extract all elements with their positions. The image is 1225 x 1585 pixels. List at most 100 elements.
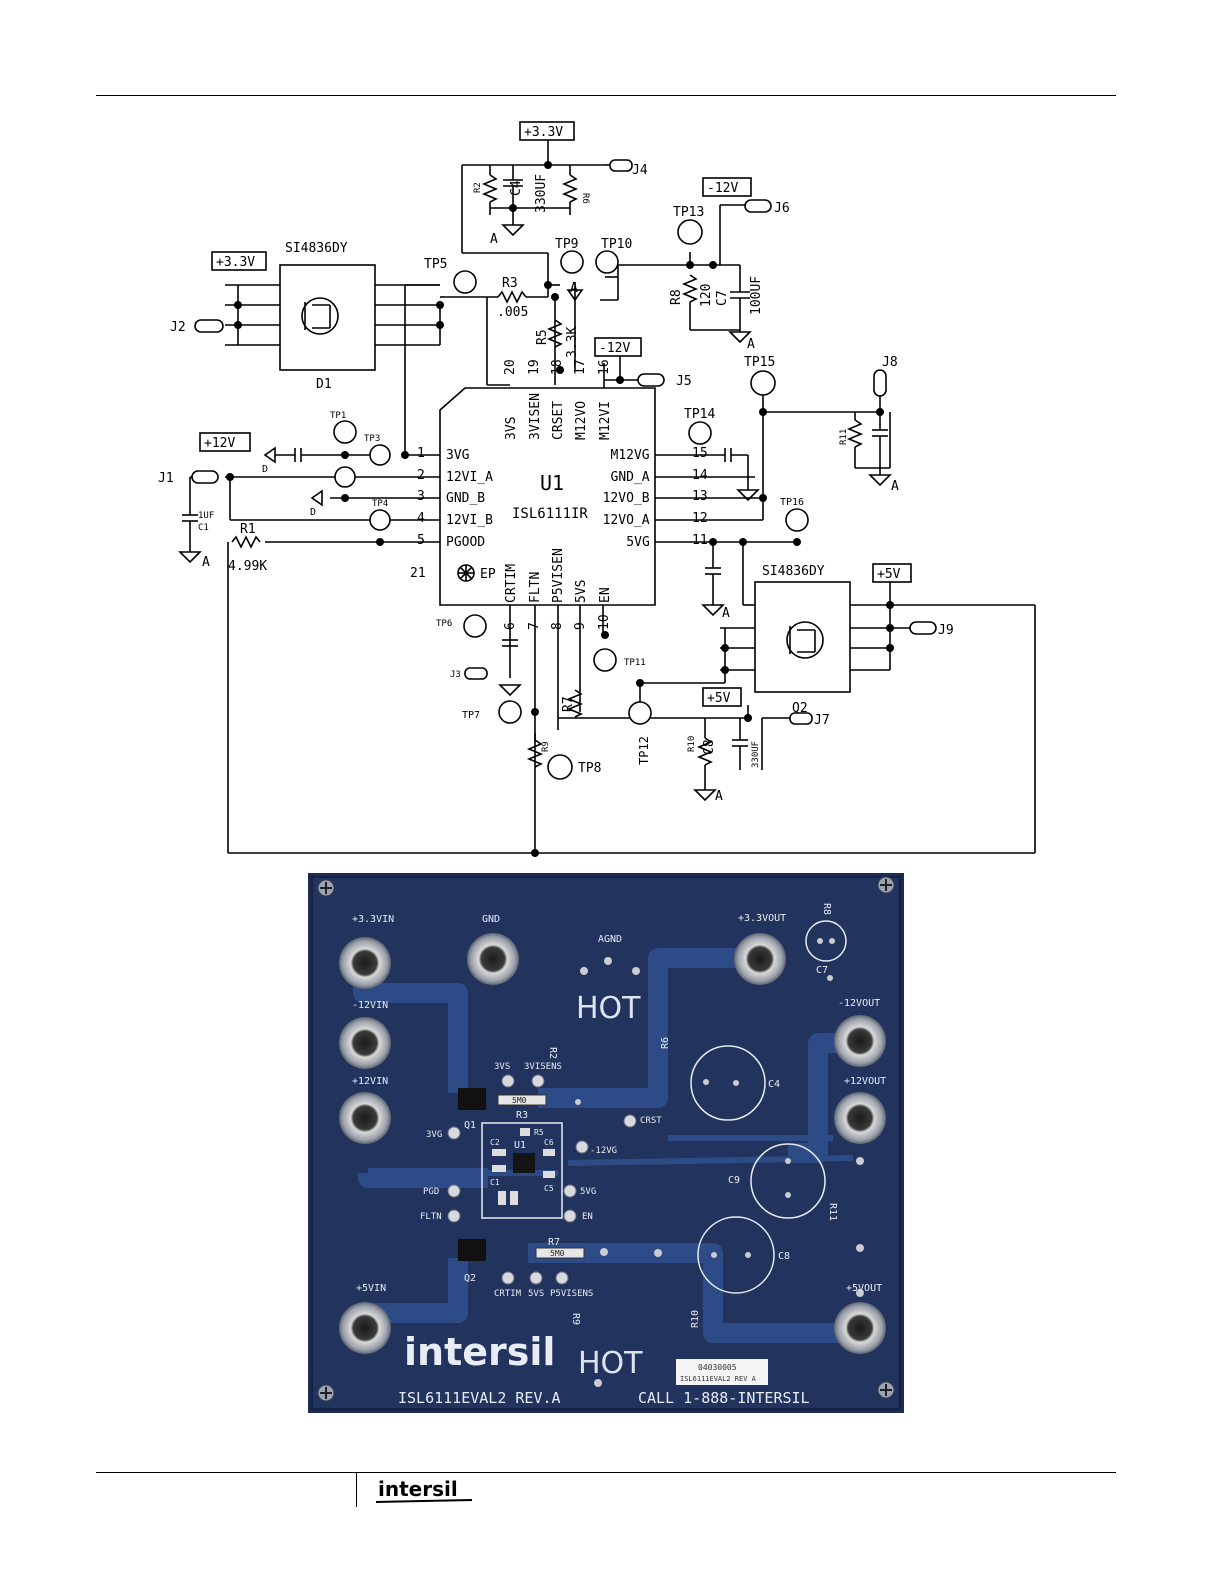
tp16-circle <box>785 508 809 532</box>
c8-label: C8 <box>702 739 717 755</box>
ic-pin-name-8: P5VISEN <box>551 548 566 603</box>
silk-r10: R10 <box>690 1310 701 1328</box>
ic-pin-name-10: EN <box>598 587 613 603</box>
j9-label: J9 <box>938 623 954 638</box>
r7-package <box>535 1247 585 1259</box>
j8-jack <box>873 369 887 397</box>
rail-m12-mid: -12V <box>599 341 630 356</box>
silk-call: CALL 1-888-INTERSIL <box>638 1389 810 1407</box>
silk-p12vin: +12VIN <box>352 1076 388 1087</box>
ic-pin-num-12: 12 <box>692 511 708 526</box>
silk-r9: R9 <box>570 1313 581 1325</box>
silk-c1: C1 <box>490 1178 500 1187</box>
gnd-a-6: A <box>715 789 723 804</box>
ic-name: U1 <box>540 471 564 495</box>
silk-hot-2: HOT <box>578 1346 643 1381</box>
j3-jack <box>464 667 488 680</box>
tp9-circle <box>560 250 584 274</box>
tp6-circle <box>463 614 487 638</box>
silk-title: ISL6111EVAL2 REV.A <box>398 1389 561 1407</box>
terminal-p12vin <box>339 1092 391 1144</box>
r3-package <box>497 1094 547 1106</box>
gnd-a-3: A <box>891 479 899 494</box>
silk-c6: C6 <box>544 1138 554 1147</box>
terminal-p33vout <box>734 933 786 985</box>
silk-c9: C9 <box>728 1175 740 1186</box>
pcb-board-photo: +3.3VIN GND AGND +3.3VOUT -12VIN +12VIN … <box>308 873 904 1413</box>
silk-p5vin: +5VIN <box>356 1283 386 1294</box>
silk-r7: R7 <box>548 1237 560 1248</box>
silk-tp-pgd: PGD <box>423 1187 439 1197</box>
r3-value: .005 <box>497 305 528 320</box>
u1-package <box>513 1153 535 1173</box>
ic-pin-num-9: 9 <box>573 622 588 630</box>
q2-package <box>458 1239 486 1261</box>
silk-tp-5vg: 5VG <box>580 1187 596 1197</box>
tp8-circle <box>547 754 573 780</box>
tp13-circle <box>677 219 703 245</box>
ic-pin-name-16: M12VI <box>598 401 613 440</box>
tp5-label: TP5 <box>424 257 447 272</box>
j8-label: J8 <box>882 355 898 370</box>
ic-pin-name-18: CRSET <box>551 401 566 440</box>
silk-tp-en: EN <box>582 1212 593 1222</box>
terminal-m12vout <box>834 1015 886 1067</box>
silk-m12vin: -12VIN <box>352 1000 388 1011</box>
c9-outline <box>750 1143 826 1219</box>
silk-c8: C8 <box>778 1251 790 1262</box>
r8-value: 120 <box>699 284 714 307</box>
silk-c5: C5 <box>544 1184 554 1193</box>
rail-p33-left: +3.3V <box>216 255 255 270</box>
rail-m12-right: -12V <box>707 181 738 196</box>
tp10-label: TP10 <box>601 237 632 252</box>
u1-outline <box>481 1122 563 1219</box>
tp5-circle <box>453 270 477 294</box>
ic-pin-name-1: 3VG <box>446 448 470 463</box>
tp8-label: TP8 <box>578 761 601 776</box>
ic-pin-num-5: 5 <box>417 533 425 548</box>
ic-pin-num-19: 19 <box>527 359 542 375</box>
j9-jack <box>909 621 937 635</box>
c4-value: 330UF <box>534 174 549 213</box>
silk-r5: R5 <box>534 1128 544 1137</box>
tp1-label: TP1 <box>330 411 346 421</box>
ic-pin-name-9: 5VS <box>574 580 589 603</box>
terminal-m12vin <box>339 1017 391 1069</box>
silk-tp-m12vg: -12VG <box>590 1146 617 1156</box>
terminal-gnd <box>467 933 519 985</box>
silk-p5vout: +5VOUT <box>846 1283 882 1294</box>
ic-pin-name-14: GND_A <box>611 470 650 485</box>
silk-c7: C7 <box>816 965 828 976</box>
r10-label: R10 <box>687 736 697 752</box>
ic-pin-num-8: 8 <box>550 622 565 630</box>
tp14-circle <box>688 421 712 445</box>
tp15-label: TP15 <box>744 355 775 370</box>
header-rule <box>96 95 1116 96</box>
j2-label: J2 <box>170 320 186 335</box>
j1-label: J1 <box>158 471 174 486</box>
r11-label: R11 <box>839 429 849 445</box>
silk-tp-3visens: 3VISENS <box>524 1062 562 1072</box>
j1-jack <box>191 470 219 484</box>
ic-pin-name-5: PGOOD <box>446 535 485 550</box>
rail-p33-top: +3.3V <box>524 125 563 140</box>
d1-ref: D1 <box>316 377 332 392</box>
tp4-circle <box>369 509 391 531</box>
gnd-a-7: A <box>570 281 578 296</box>
j7-jack <box>789 712 813 725</box>
silk-hot-1: HOT <box>576 991 641 1026</box>
r1-label: R1 <box>240 522 256 537</box>
silk-r3: R3 <box>516 1110 528 1121</box>
j6-jack <box>744 199 772 213</box>
ic-pin-name-19: 3VISEN <box>528 393 543 440</box>
ic-pin-num-15: 15 <box>692 446 708 461</box>
silk-c2: C2 <box>490 1138 500 1147</box>
tp12-circle <box>628 701 652 725</box>
j7-label: J7 <box>814 713 830 728</box>
sticker-line1: 04030005 <box>698 1363 737 1372</box>
c1-value: 1UF <box>198 511 214 521</box>
rail-p5-bottom: +5V <box>707 691 731 706</box>
ic-pin-num-11: 11 <box>692 533 708 548</box>
silk-r8: R8 <box>821 903 832 915</box>
j5-jack <box>637 373 665 387</box>
